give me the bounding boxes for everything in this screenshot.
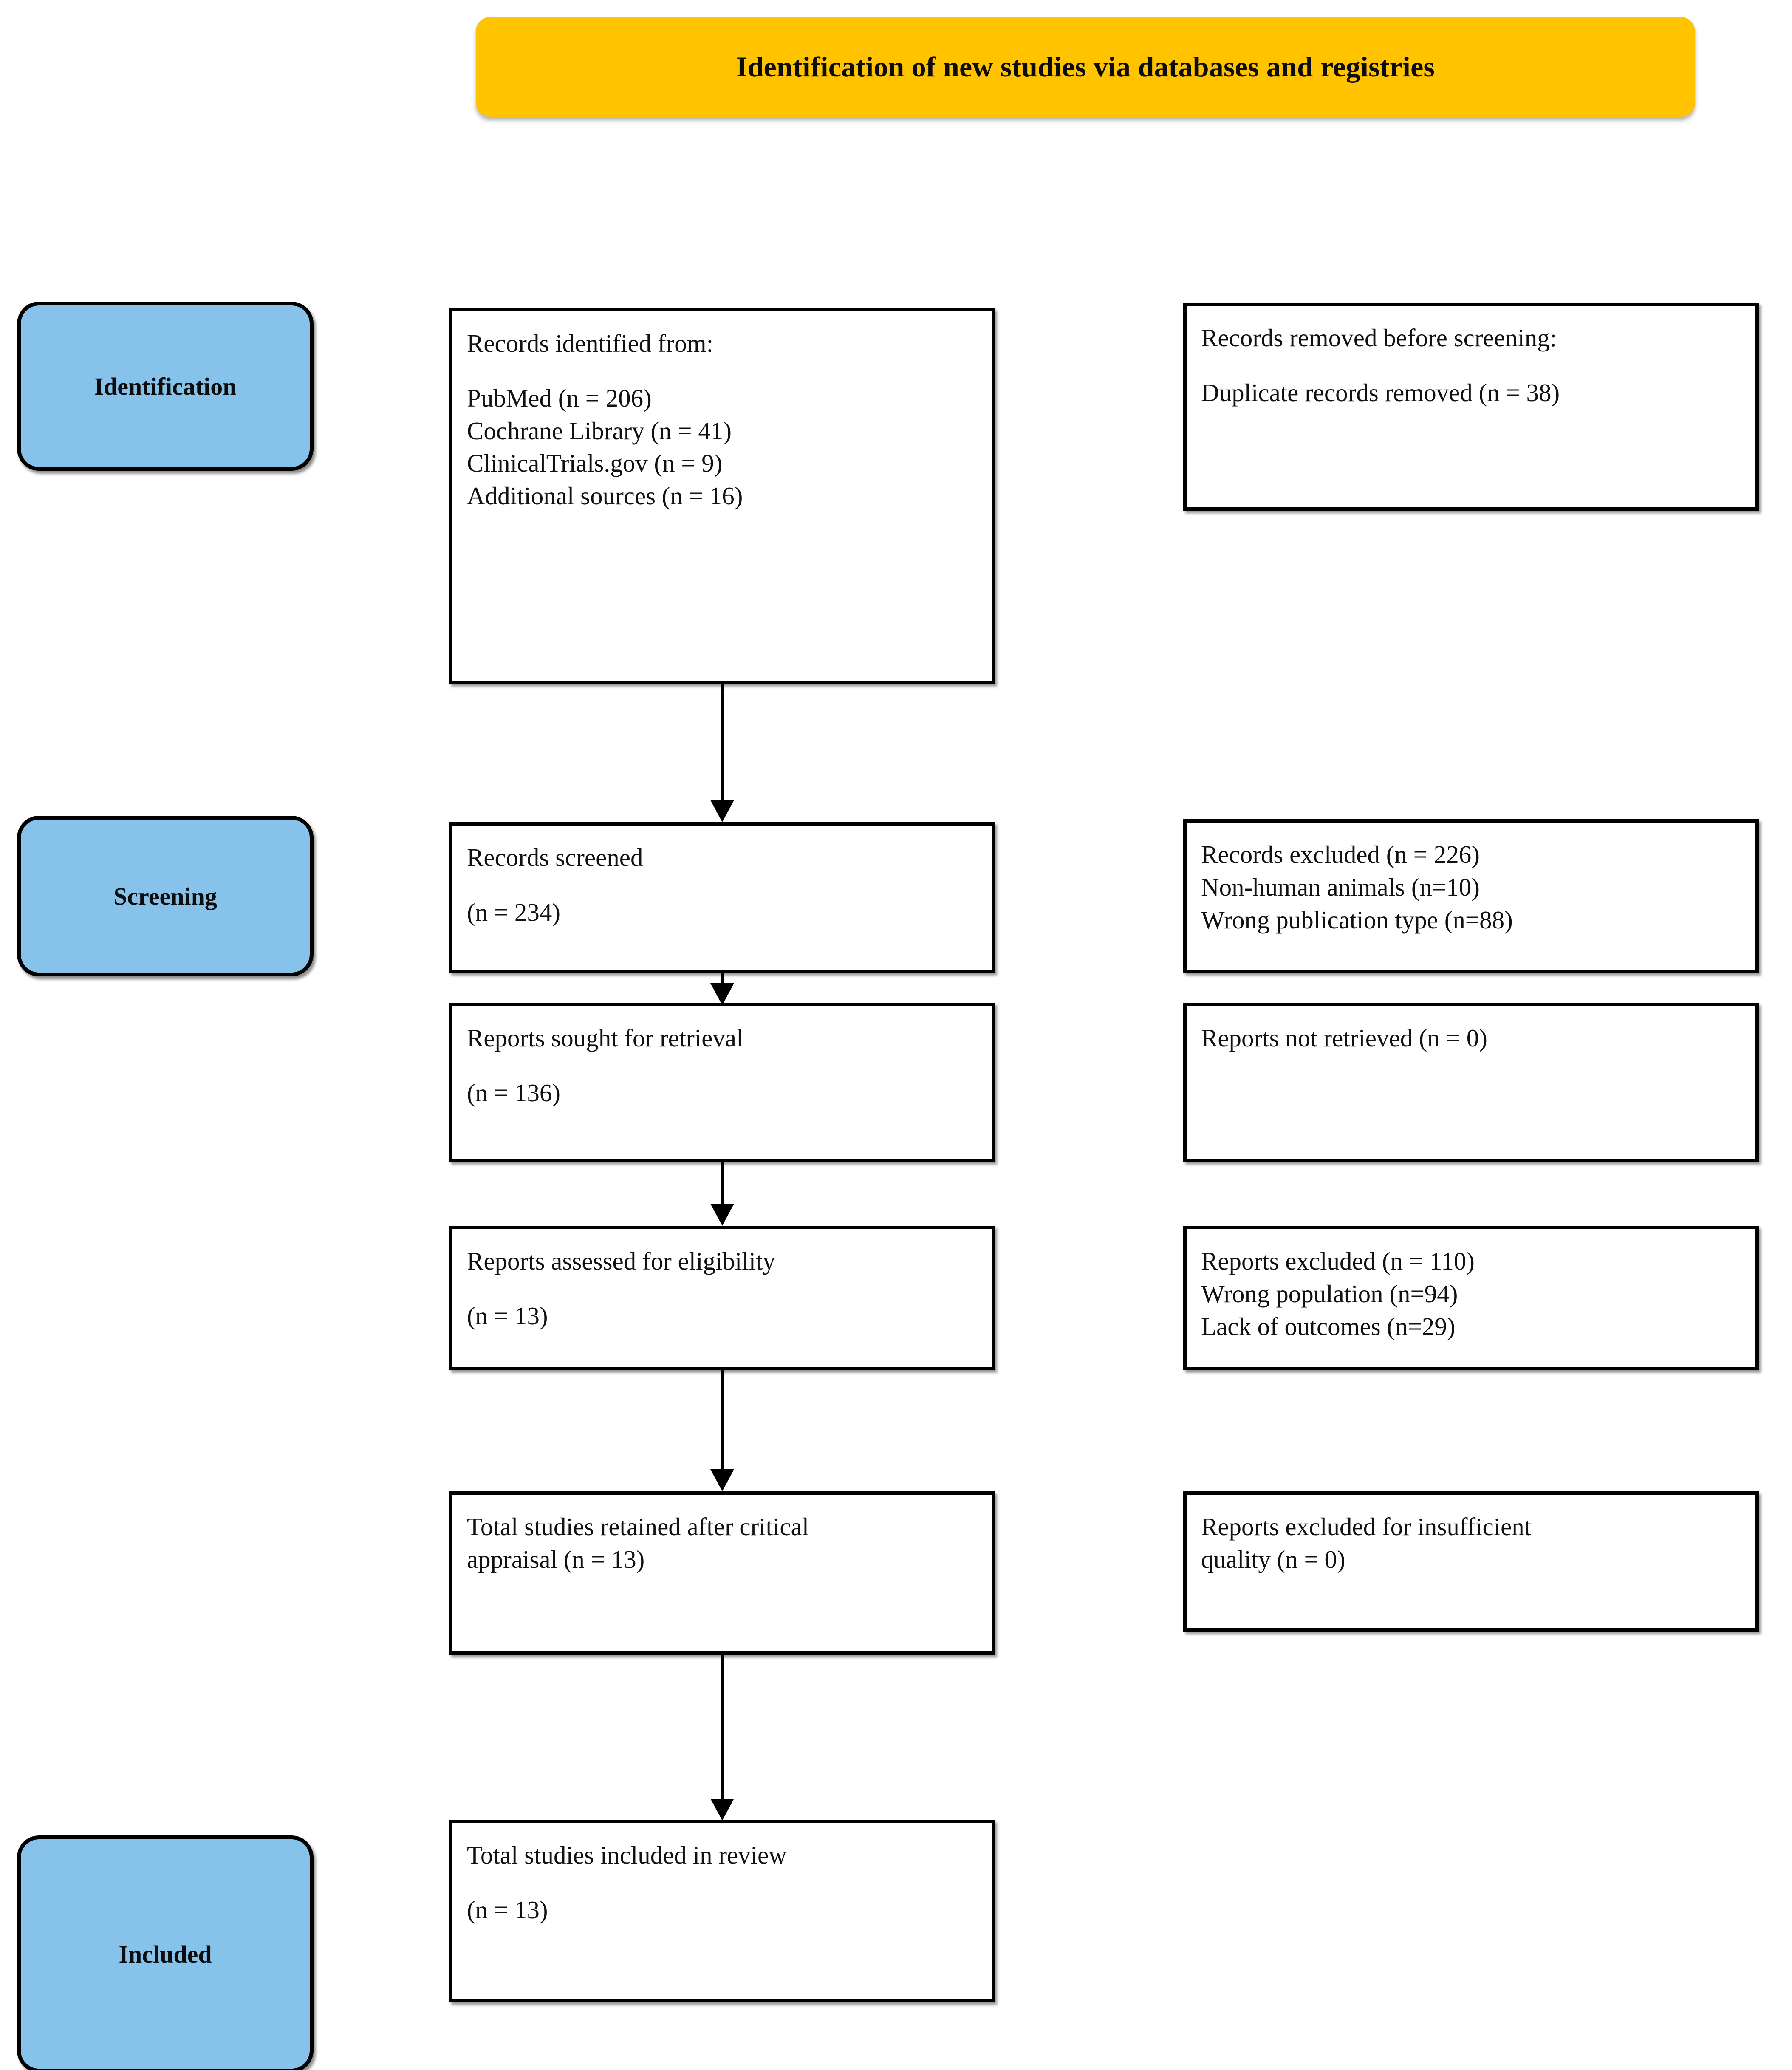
records-screened-label: Records screened [467, 843, 643, 871]
box-reports-assessed: Reports assessed for eligibility (n = 13… [449, 1226, 995, 1370]
box-reports-not-retrieved: Reports not retrieved (n = 0) [1183, 1003, 1759, 1162]
box-excluded-insufficient-quality: Reports excluded for insufficient qualit… [1183, 1491, 1759, 1632]
records-identified-source-clinicaltrials: ClinicalTrials.gov (n = 9) [467, 449, 723, 478]
box-records-screened: Records screened (n = 234) [449, 822, 995, 973]
reports-not-retrieved-label: Reports not retrieved (n = 0) [1201, 1024, 1487, 1052]
reports-sought-label: Reports sought for retrieval [467, 1024, 743, 1052]
total-included-label: Total studies included in review [467, 1841, 787, 1869]
stage-label-included-text: Included [119, 1940, 212, 1968]
records-excluded-total: Records excluded (n = 226) [1201, 840, 1480, 868]
records-excluded-reason-non-human: Non-human animals (n=10) [1201, 873, 1480, 901]
total-included-count: (n = 13) [467, 1895, 548, 1924]
reports-assessed-count: (n = 13) [467, 1301, 548, 1330]
box-records-identified: Records identified from: PubMed (n = 206… [449, 308, 995, 684]
reports-excluded-total: Reports excluded (n = 110) [1201, 1247, 1475, 1275]
records-identified-source-additional: Additional sources (n = 16) [467, 482, 743, 510]
records-removed-duplicates: Duplicate records removed (n = 38) [1201, 378, 1560, 407]
reports-assessed-label: Reports assessed for eligibility [467, 1247, 775, 1275]
records-removed-heading: Records removed before screening: [1201, 324, 1557, 352]
stage-label-identification-text: Identification [94, 372, 237, 400]
records-identified-source-pubmed: PubMed (n = 206) [467, 384, 652, 412]
box-total-retained-after-appraisal: Total studies retained after critical ap… [449, 1491, 995, 1655]
excluded-insufficient-quality-line2: quality (n = 0) [1201, 1545, 1345, 1573]
excluded-insufficient-quality-line1: Reports excluded for insufficient [1201, 1513, 1532, 1541]
records-identified-source-cochrane: Cochrane Library (n = 41) [467, 416, 732, 445]
stage-label-screening-text: Screening [113, 882, 217, 910]
box-records-excluded: Records excluded (n = 226) Non-human ani… [1183, 819, 1759, 973]
box-reports-sought: Reports sought for retrieval (n = 136) [449, 1003, 995, 1162]
records-excluded-reason-wrong-publication: Wrong publication type (n=88) [1201, 905, 1513, 934]
reports-excluded-reason-lack-of-outcomes: Lack of outcomes (n=29) [1201, 1312, 1456, 1340]
box-reports-excluded: Reports excluded (n = 110) Wrong populat… [1183, 1226, 1759, 1370]
reports-sought-count: (n = 136) [467, 1078, 561, 1107]
page-title: Identification of new studies via databa… [736, 51, 1435, 83]
stage-label-screening: Screening [17, 816, 314, 976]
box-total-included-in-review: Total studies included in review (n = 13… [449, 1820, 995, 2002]
box-records-removed-before-screening: Records removed before screening: Duplic… [1183, 303, 1759, 511]
reports-excluded-reason-wrong-population: Wrong population (n=94) [1201, 1279, 1458, 1308]
records-screened-count: (n = 234) [467, 898, 561, 926]
records-identified-heading: Records identified from: [467, 329, 714, 357]
diagram-title-banner: Identification of new studies via databa… [476, 17, 1695, 117]
total-retained-line1: Total studies retained after critical [467, 1513, 809, 1541]
total-retained-line2: appraisal (n = 13) [467, 1545, 645, 1573]
stage-label-included: Included [17, 1835, 314, 2070]
stage-label-identification: Identification [17, 302, 314, 471]
